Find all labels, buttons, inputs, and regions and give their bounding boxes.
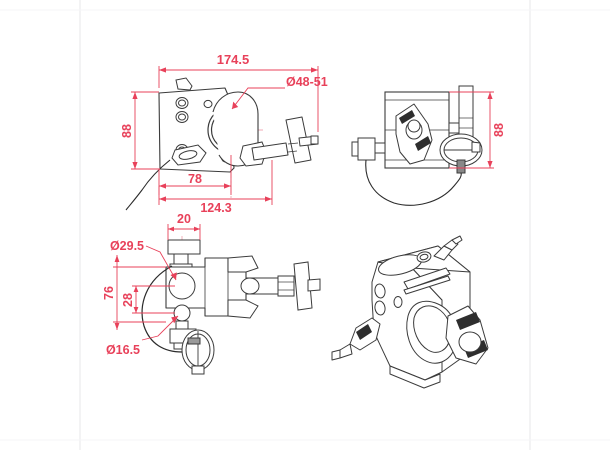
- front-clamp-ring: [207, 91, 259, 167]
- side-safety-cable: [141, 265, 183, 353]
- label-88-left: 88: [120, 124, 134, 138]
- front-locking-lever: [171, 144, 207, 166]
- dimension-20: [167, 224, 201, 240]
- iso-side-holes: [374, 283, 403, 316]
- side-body-outline: [165, 257, 247, 317]
- side-dimensions: [113, 224, 201, 341]
- dimension-16-5: [141, 315, 179, 341]
- dimension-174-5: [158, 66, 319, 132]
- top-dimensions: [449, 91, 494, 169]
- label-20: 20: [177, 212, 191, 226]
- dimension-124-3: [158, 160, 273, 205]
- label-16-5: Ø16.5: [106, 343, 140, 357]
- iso-right-handle: [445, 305, 489, 365]
- label-88-right: 88: [492, 123, 506, 137]
- top-right-knob: [448, 85, 474, 147]
- dimension-bore-48-51: [231, 87, 285, 110]
- label-76: 76: [102, 286, 116, 300]
- top-left-knob: [351, 137, 386, 161]
- dimension-28: [132, 285, 175, 314]
- label-29-5: Ø29.5: [110, 239, 144, 253]
- dimension-88-right: [449, 91, 494, 169]
- dimension-88-left: [131, 91, 160, 170]
- label-174-5: 174.5: [217, 52, 250, 67]
- top-carabiner-hook: [439, 133, 483, 174]
- front-elevation-view: [125, 77, 319, 211]
- iso-rail-slot: [403, 267, 451, 295]
- front-wing-handle: [251, 116, 319, 164]
- iso-left-handle: [331, 317, 381, 361]
- label-124-3: 124.3: [200, 201, 231, 215]
- top-plan-view: [351, 85, 483, 206]
- dimension-76: [113, 255, 166, 330]
- label-28: 28: [121, 293, 135, 307]
- iso-top-boss: [378, 251, 432, 276]
- side-wedge-bracket: [227, 255, 259, 319]
- front-dimensions: [131, 66, 319, 205]
- front-top-lug: [175, 77, 193, 91]
- top-clamp-lever: [395, 103, 433, 165]
- top-safety-cable: [365, 159, 462, 206]
- dimension-29-5: [145, 245, 177, 281]
- iso-top-pin: [433, 235, 463, 261]
- iso-bottom-foot: [389, 365, 441, 389]
- iso-clamp-ring: [406, 300, 458, 364]
- label-48-51: Ø48-51: [286, 75, 328, 89]
- isometric-3d-view: [331, 235, 489, 389]
- side-carabiner-hook: [181, 329, 215, 375]
- side-shaft-assembly: [240, 261, 321, 311]
- label-78: 78: [188, 172, 202, 186]
- front-safety-cable: [125, 159, 171, 211]
